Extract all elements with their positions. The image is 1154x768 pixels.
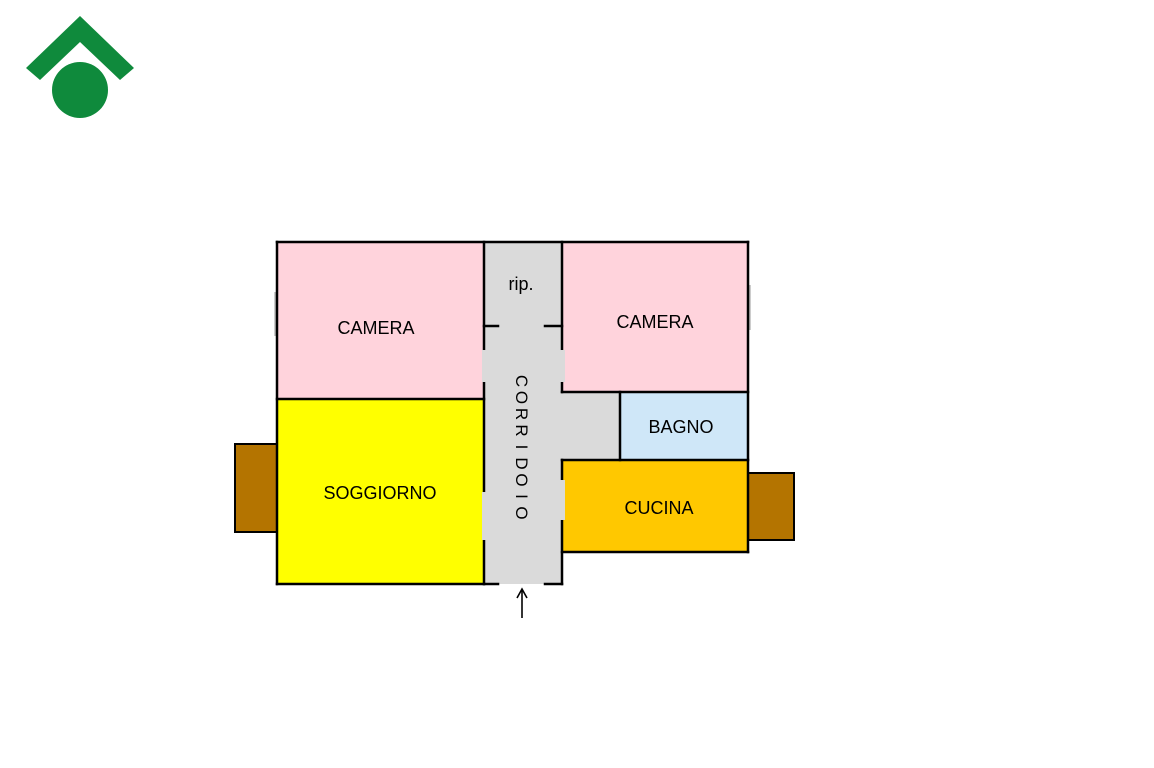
label-soggiorno: SOGGIORNO xyxy=(323,483,436,503)
corridoio-letter: I xyxy=(512,494,531,499)
corridoio-letter: I xyxy=(512,445,531,450)
door-camera-right xyxy=(560,350,565,382)
room-cucina xyxy=(562,460,748,552)
walls xyxy=(275,240,750,586)
windows xyxy=(274,285,751,336)
label-camera-right: CAMERA xyxy=(616,312,693,332)
door-cucina xyxy=(560,480,565,520)
logo-circle-shape xyxy=(52,62,108,118)
label-bagno: BAGNO xyxy=(648,417,713,437)
label-camera-left: CAMERA xyxy=(337,318,414,338)
corridoio-letter: R xyxy=(512,408,531,420)
up-arrow-icon xyxy=(516,587,528,618)
door-soggiorno xyxy=(482,492,487,540)
corridoio-letter: C xyxy=(512,375,531,387)
label-cucina: CUCINA xyxy=(624,498,693,518)
corridoio-letter: O xyxy=(512,506,531,519)
room-bagno xyxy=(620,392,748,460)
logo-roof-shape xyxy=(26,16,134,80)
corridoio-letter: O xyxy=(512,391,531,404)
room-corridoio xyxy=(484,326,562,584)
label-ripostiglio: rip. xyxy=(508,274,533,294)
room-soggiorno xyxy=(277,399,484,584)
balcony-right xyxy=(747,472,795,541)
room-camera-right xyxy=(562,242,748,392)
corridoio-letter: R xyxy=(512,424,531,436)
corridoio-letter: D xyxy=(512,457,531,469)
corridoio-letter: O xyxy=(512,473,531,486)
room-ripostiglio xyxy=(484,242,562,326)
room-camera-left xyxy=(277,242,484,399)
house-circle-logo xyxy=(26,16,134,118)
room-corridoio-extension xyxy=(562,392,620,460)
balcony-left xyxy=(234,443,278,533)
door-camera-left xyxy=(482,350,487,382)
